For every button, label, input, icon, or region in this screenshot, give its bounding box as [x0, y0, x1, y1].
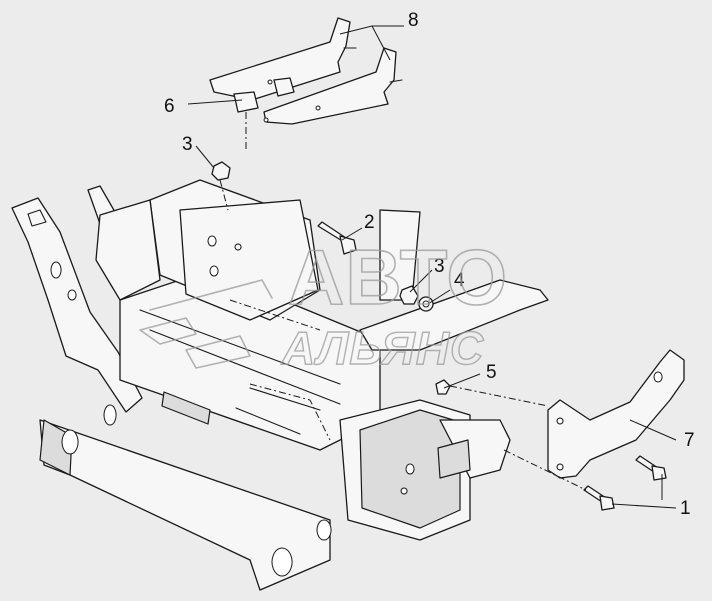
callout-3-top: 3	[182, 134, 193, 155]
part-5-nut-low	[435, 379, 549, 407]
part-7-curved-bracket	[547, 349, 685, 479]
callout-5: 5	[486, 362, 497, 383]
callout-7: 7	[684, 430, 695, 451]
part-4-washer	[418, 296, 434, 312]
watermark-line-1: АВТО	[288, 233, 508, 321]
watermark: АВТО АЛЬЯНС	[139, 232, 508, 375]
callout-4: 4	[454, 270, 465, 291]
callout-3-mid: 3	[434, 256, 445, 277]
part-1-bolts	[503, 449, 667, 511]
part-6-bushings	[233, 77, 295, 150]
callout-numbers: 8 6 3 2 3 4 5 7 1	[164, 10, 695, 519]
callout-1: 1	[680, 498, 691, 519]
callout-2: 2	[364, 212, 375, 233]
watermark-line-2: АЛЬЯНС	[281, 322, 484, 374]
leader-lines	[187, 25, 677, 509]
callout-6: 6	[164, 96, 175, 117]
main-frame	[11, 179, 549, 591]
callout-8: 8	[408, 10, 419, 31]
part-8-hook-plates	[209, 17, 403, 125]
part-3-nut-top	[211, 161, 231, 211]
part-3-nut-mid	[399, 285, 419, 305]
